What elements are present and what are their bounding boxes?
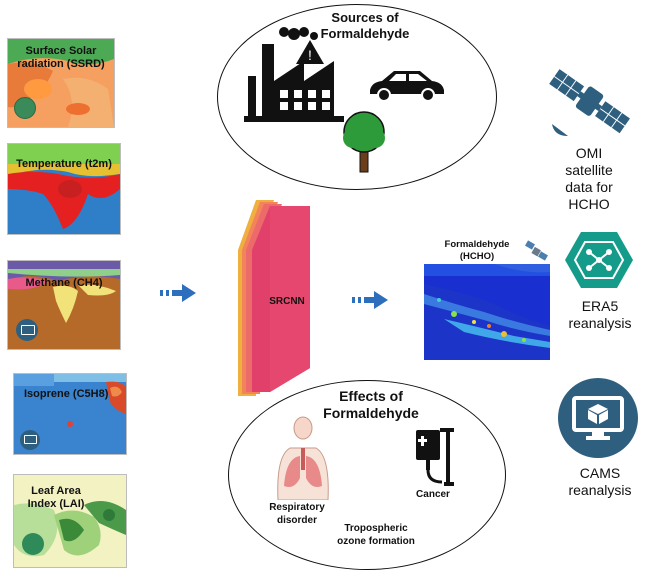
- sources-title: Sources of Formaldehyde: [320, 10, 410, 41]
- car-icon: [370, 71, 444, 102]
- input-label-ssrd: Surface Solar radiation (SSRD): [17, 45, 105, 70]
- sources-ellipse: [217, 4, 497, 190]
- arrow-to-output: [352, 291, 388, 309]
- brain-circuit-icon: [14, 97, 36, 119]
- arrow-to-srcnn: [160, 284, 196, 302]
- input-label-lai: Leaf Area Index (LAI): [27, 485, 85, 510]
- input-panel-t2m: Temperature (t2m): [7, 143, 121, 235]
- cams-label: CAMS reanalysis: [568, 465, 632, 498]
- svg-text:!: !: [308, 47, 312, 63]
- omi-label: OMI satellite data for HCHO: [565, 145, 613, 212]
- ozone-label: Tropospheric ozone formation: [337, 523, 415, 547]
- t2m-map: [8, 144, 120, 234]
- hcho-heatmap: [424, 264, 550, 360]
- input-panel-ssrd: Surface Solar radiation (SSRD): [7, 38, 115, 128]
- input-panel-c5h8: Isoprene (C5H8): [13, 373, 127, 455]
- respiratory-label: Respiratory disorder: [269, 502, 325, 526]
- era5-label: ERA5 reanalysis: [568, 298, 632, 331]
- monitor-cube-icon: [16, 319, 38, 341]
- input-label-t2m: Temperature (t2m): [16, 158, 112, 170]
- monitor-cube-icon: [558, 378, 638, 458]
- lungs-icon: [277, 416, 329, 500]
- tree-icon: [343, 111, 385, 173]
- factory-icon: !: [244, 27, 344, 122]
- srcnn-block: [238, 200, 310, 396]
- input-label-ch4: Methane (CH4): [25, 277, 103, 289]
- input-label-c5h8: Isoprene (C5H8): [24, 388, 109, 400]
- srcnn-label: SRCNN: [269, 296, 305, 307]
- output-title: Formaldehyde (HCHO): [444, 239, 510, 262]
- effects-ellipse: [228, 380, 506, 570]
- brain-circuit-icon: [22, 533, 44, 555]
- small-satellite-icon: [525, 240, 548, 261]
- monitor-cube-icon: [20, 430, 40, 450]
- input-panel-ch4: Methane (CH4): [7, 260, 121, 350]
- input-panel-lai: Leaf Area Index (LAI): [13, 474, 127, 568]
- brain-circuit-icon: [565, 232, 633, 288]
- effects-title: Effects of Formaldehyde: [323, 388, 419, 421]
- cancer-label: Cancer: [416, 489, 450, 500]
- iv-drip-icon: [416, 428, 454, 486]
- satellite-icon: [549, 69, 630, 136]
